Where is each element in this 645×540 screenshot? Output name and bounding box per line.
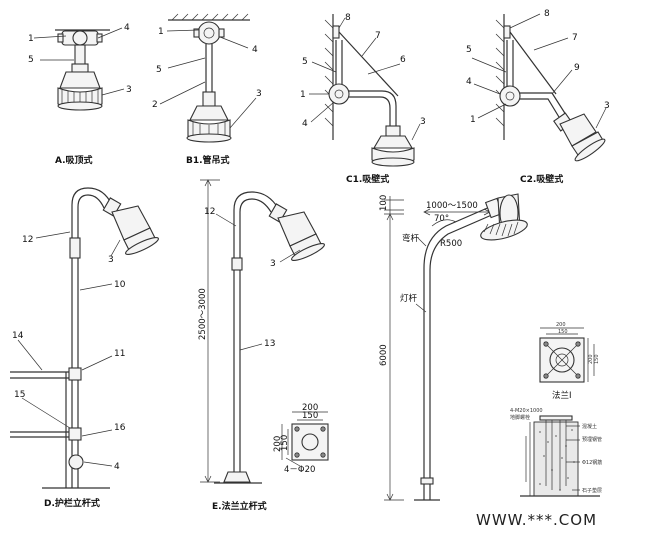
label-8: 8 [345, 13, 351, 23]
label-3: 3 [256, 89, 262, 99]
foundation-section-f: 4-M20×1000 地脚螺栓 混凝土 预埋钢管 Φ12钢筋 石子垫层 [510, 408, 602, 497]
label-3: 3 [420, 117, 426, 127]
dim-height: 6000 [379, 344, 389, 366]
label-4: 4 [124, 23, 130, 33]
note-anchor: 地脚螺栓 [510, 414, 530, 421]
label-5: 5 [156, 65, 162, 75]
caption-d: D.护栏立杆式 [44, 497, 100, 509]
label-7: 7 [375, 31, 381, 41]
label-12: 12 [204, 207, 215, 217]
view-c1-wall-mount: 8 7 5 6 1 4 3 C1.吸壁式 [300, 13, 426, 185]
flange-w2: 150 [302, 411, 318, 421]
label-3: 3 [270, 259, 276, 269]
label-3: 3 [126, 85, 132, 95]
note-gravel: 石子垫层 [582, 487, 602, 494]
label-1: 1 [470, 115, 476, 125]
label-6: 6 [400, 55, 406, 65]
caption-c2: C2.吸壁式 [520, 173, 563, 185]
note-bolts: 4-M20×1000 [510, 408, 543, 414]
label-5: 5 [302, 57, 308, 67]
flange-dim3: 200 [588, 354, 594, 364]
label-13: 13 [264, 339, 275, 349]
dim-height: 2500～3000 [198, 288, 208, 340]
flange-caption: 法兰Ⅰ [552, 390, 572, 401]
label-7: 7 [572, 33, 578, 43]
label-4: 4 [302, 119, 308, 129]
view-f-street-pole: 100 6000 1000～1500 70° 弯杆 R500 灯杆 200 1 [379, 193, 602, 501]
flange-detail-f: 200 150 200 150 法兰Ⅰ [539, 322, 600, 401]
label-1: 1 [300, 90, 306, 100]
dim-angle: 70° [434, 214, 449, 224]
label-16: 16 [114, 423, 126, 433]
label-3: 3 [108, 255, 114, 265]
label-12: 12 [22, 235, 33, 245]
label-11: 11 [114, 349, 125, 359]
label-5: 5 [28, 55, 34, 65]
caption-b1: B1.管吊式 [186, 154, 230, 166]
caption-e: E.法兰立杆式 [212, 500, 267, 512]
dim-arm-length: 1000～1500 [426, 201, 478, 211]
label-5: 5 [466, 45, 472, 55]
caption-a: A.吸顶式 [55, 154, 93, 166]
flange-w1: 200 [302, 403, 318, 413]
label-15: 15 [14, 390, 25, 400]
flange-h2: 150 [280, 435, 290, 451]
note-rebar: Φ12钢筋 [582, 459, 602, 466]
label-1: 1 [158, 27, 164, 37]
dim-radius: R500 [440, 239, 462, 249]
label-10: 10 [114, 280, 126, 290]
label-8: 8 [544, 9, 550, 19]
label-2: 2 [152, 100, 158, 110]
view-c2-wall-mount: 8 7 5 9 4 1 3 C2.吸壁式 [466, 9, 610, 185]
label-4: 4 [114, 462, 120, 472]
view-a-ceiling-mount: 1 5 4 3 A.吸顶式 [28, 23, 132, 166]
label-9: 9 [574, 63, 580, 73]
flange-dim1: 200 [556, 322, 566, 328]
view-b1-pipe-pendant: 1 4 5 2 3 B1.管吊式 [152, 13, 262, 166]
dim-top: 100 [379, 195, 389, 211]
label-3: 3 [604, 101, 610, 111]
flange-dim2: 150 [558, 329, 568, 335]
label-4: 4 [252, 45, 258, 55]
label-pole: 灯杆 [400, 293, 418, 304]
label-14: 14 [12, 331, 24, 341]
label-1: 1 [28, 34, 34, 44]
view-e-flange-pole: 2500～3000 12 3 13 200 150 [198, 179, 329, 512]
label-bend: 弯杆 [402, 233, 420, 244]
flange-plan-e: 200 150 200 150 4－Φ20 [273, 403, 329, 475]
note-pipe: 预埋钢管 [582, 436, 602, 443]
flange-h1: 200 [273, 436, 283, 452]
caption-c1: C1.吸壁式 [346, 173, 389, 185]
note-concrete: 混凝土 [582, 423, 597, 430]
view-d-railing-pole: 12 3 10 14 11 15 16 4 D.护栏立杆式 [10, 187, 159, 509]
watermark: WWW.***.COM [476, 511, 597, 529]
label-4: 4 [466, 77, 472, 87]
flange-dim4: 150 [594, 354, 600, 364]
flange-holes: 4－Φ20 [284, 465, 315, 475]
